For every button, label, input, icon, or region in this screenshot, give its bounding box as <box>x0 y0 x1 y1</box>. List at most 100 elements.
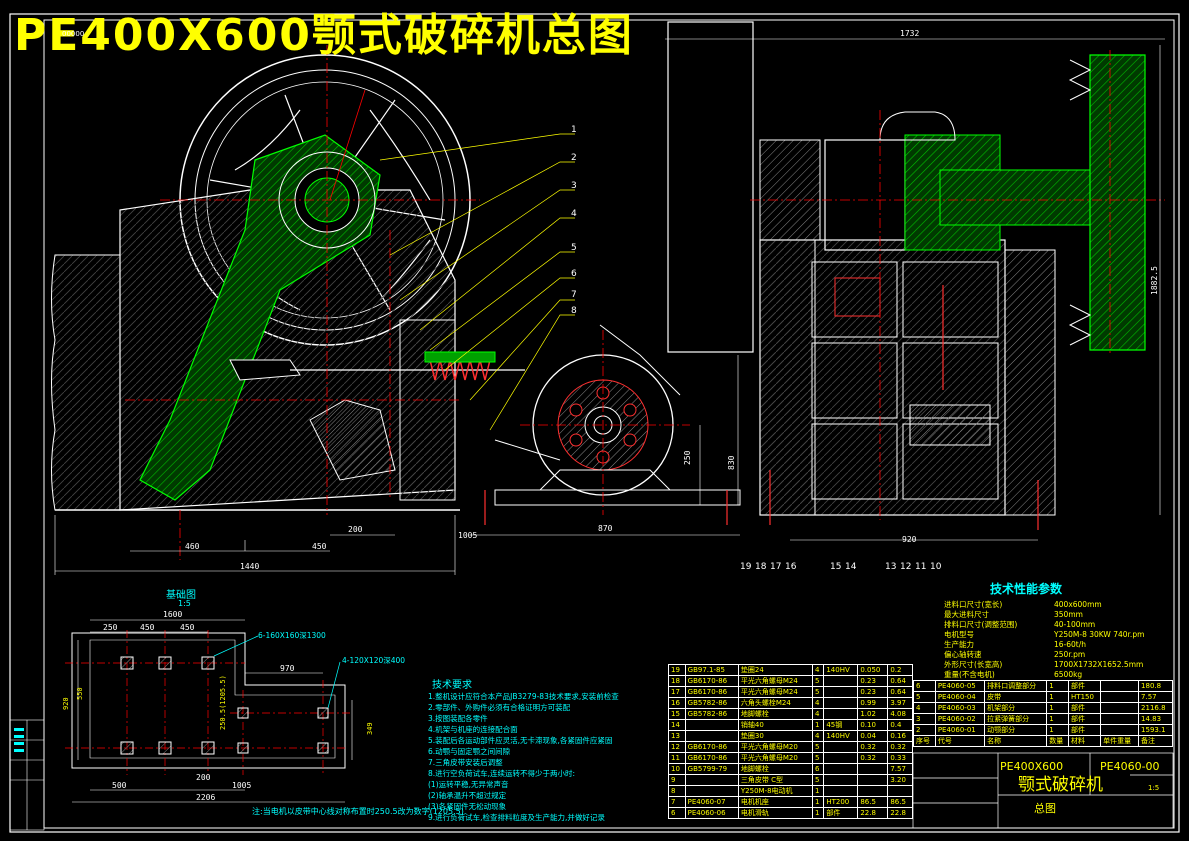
bom-cell: 代号 <box>934 735 986 747</box>
bom-cell: PE4060-03 <box>934 702 986 714</box>
tech-param-row: 最大进料尺寸 350mm <box>944 610 1083 620</box>
bom-cell: PE4060-06 <box>684 807 739 819</box>
svg-text:3: 3 <box>571 181 577 191</box>
bom-cell: 0.23 <box>857 686 889 698</box>
motor-belt-upper <box>494 324 681 461</box>
bom-cell: 0.04 <box>857 730 889 742</box>
requirements-title: 技术要求 <box>432 680 472 691</box>
bom-cell: 6 <box>812 763 825 775</box>
bom-cell: 6 <box>668 807 686 819</box>
hole-leader-2 <box>327 661 341 709</box>
bom-cell: 排料口调整部分 <box>984 680 1048 692</box>
f-dim-1005: 1005 <box>232 781 251 790</box>
bom-cell: 5 <box>913 691 936 703</box>
titleblock-subtitle: 总图 <box>1034 802 1056 815</box>
f-dim-2206: 2206 <box>196 793 215 802</box>
bom-cell: 4.08 <box>887 708 913 720</box>
bom-cell: 六角头螺栓M24 <box>737 697 814 709</box>
bom-cell: GB6170-86 <box>684 686 739 698</box>
bom-cell <box>684 785 739 797</box>
bom-cell: 垫圈30 <box>737 730 814 742</box>
bom-row: 序号代号名称数量材料单件重量备注 <box>913 735 1173 747</box>
foundation-outline <box>71 632 346 769</box>
bom-cell: 9 <box>668 774 686 786</box>
bom-cell: PE4060-05 <box>934 680 986 692</box>
bom-cell: 拉紧弹簧部分 <box>984 713 1048 725</box>
svg-text:1: 1 <box>571 125 577 135</box>
tech-param-key: 外形尺寸(长宽高) <box>944 660 1003 669</box>
tech-param-value: 350mm <box>1054 610 1083 619</box>
bom-cell: GB6170-86 <box>684 675 739 687</box>
bom-cell: PE4060-02 <box>934 713 986 725</box>
tech-param-row: 重量(不含电机)6500kg <box>944 670 1082 680</box>
requirement-line: 7.三角皮带安装后调整 <box>428 758 503 767</box>
bom-cell <box>684 719 739 731</box>
bom-cell: 4 <box>812 664 825 676</box>
foundation-plan[interactable] <box>65 619 353 803</box>
bom-cell: 销轴40 <box>737 719 814 731</box>
motor-view[interactable] <box>484 21 754 525</box>
bom-cell: 名称 <box>984 735 1048 747</box>
bom-cell: 4 <box>812 697 825 709</box>
bom-cell <box>823 763 859 775</box>
side-pulley <box>1089 54 1146 351</box>
bom-cell: GB6170-86 <box>684 741 739 753</box>
tech-param-key: 电机型号 <box>944 630 974 639</box>
bom-cell: 3 <box>913 713 936 725</box>
callout-leaders <box>379 133 575 431</box>
bom-cell: 部件 <box>1068 702 1102 714</box>
dim-250: 250 <box>683 450 692 465</box>
requirement-line: (3)各紧固件无松动现象 <box>428 802 507 811</box>
bom-cell <box>1100 702 1140 714</box>
tech-param-value: 6500kg <box>1054 670 1083 679</box>
bom-cell: 1 <box>1046 702 1070 714</box>
f-dim-349: 349 <box>366 722 374 735</box>
bom-cell: 17 <box>668 686 686 698</box>
bom-cell: 5 <box>812 752 825 764</box>
bom-cell: 部件 <box>1068 713 1102 725</box>
bom-cell: 0.23 <box>857 675 889 687</box>
tech-param-key: 最大进料尺寸 <box>944 610 989 619</box>
bom-cell: 5 <box>812 741 825 753</box>
hole-spec-2: 4-120X120深400 <box>342 656 405 665</box>
bom-cell: 5 <box>812 686 825 698</box>
front-view[interactable] <box>51 45 526 560</box>
titleblock-name: 颚式破碎机 <box>1018 775 1103 795</box>
f-dim-200: 200 <box>196 773 211 782</box>
bom-cell: 19 <box>668 664 686 676</box>
bom-cell: 140HV <box>823 664 859 676</box>
bom-cell: 7.57 <box>1138 691 1173 703</box>
bom-cell: 180.8 <box>1138 680 1173 692</box>
foundation-title: 基础图 <box>166 590 196 601</box>
bom-cell: 0.32 <box>857 741 889 753</box>
bom-cell: 2 <box>913 724 936 736</box>
bom-cell: 1593.1 <box>1138 724 1173 736</box>
dim-200: 200 <box>348 525 363 534</box>
svg-text:2: 2 <box>571 153 577 163</box>
side-view[interactable] <box>750 50 1165 530</box>
bom-cell: 5 <box>812 774 825 786</box>
f-dim-450b: 450 <box>180 623 195 632</box>
bom-cell: PE4060-04 <box>934 691 986 703</box>
tech-params-title: 技术性能参数 <box>990 582 1063 596</box>
tech-param-value: 400x600mm <box>1054 600 1102 609</box>
bom-cell: 0.64 <box>887 675 913 687</box>
bom-cell: 垫圈24 <box>737 664 814 676</box>
svg-text:13: 13 <box>885 562 896 572</box>
bom-cell: 材料 <box>1068 735 1102 747</box>
bom-cell: 4 <box>812 730 825 742</box>
side-anchor-bolts <box>769 285 1039 530</box>
dim-1005: 1005 <box>458 531 477 540</box>
bom-cell <box>823 697 859 709</box>
leader-to-jaw <box>329 89 366 201</box>
dim-920: 920 <box>902 535 917 544</box>
motor-centerlines <box>520 330 690 515</box>
